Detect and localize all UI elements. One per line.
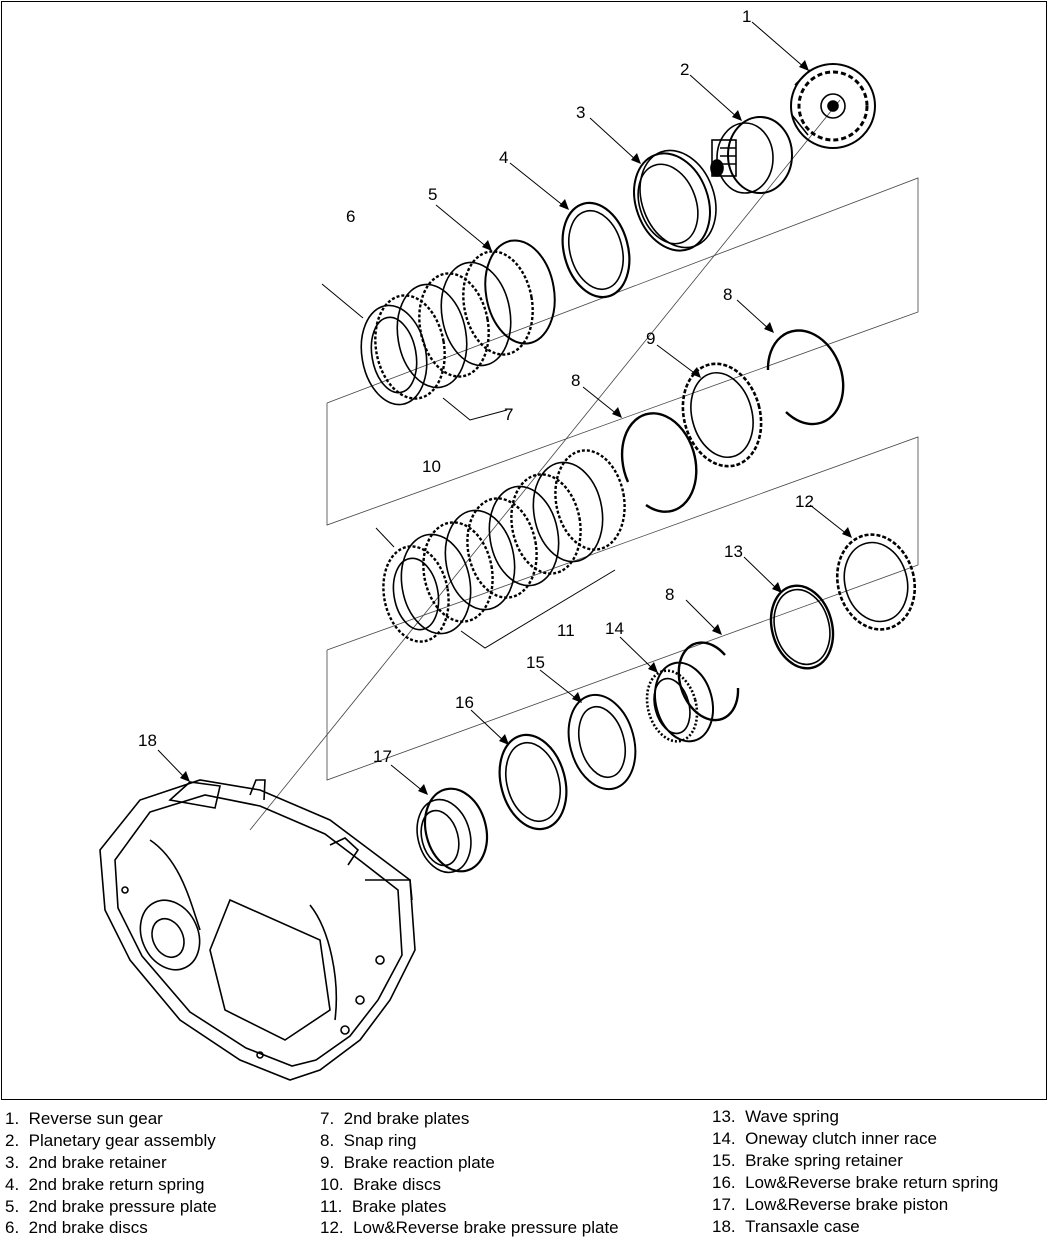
leader-lines [157, 21, 849, 793]
legend-number: 11. [320, 1197, 343, 1216]
legend-label: Low&Reverse brake pressure plate [353, 1218, 619, 1237]
brake-reaction-plate [681, 362, 763, 468]
legend-label: Brake plates [351, 1197, 447, 1216]
legend-item-12: 12. Low&Reverse brake pressure plate [320, 1217, 619, 1239]
guide-lines [249, 99, 919, 831]
2nd-brake-return-spring [561, 201, 631, 299]
legend-number: 6. [5, 1218, 20, 1237]
2nd-brake-disc-pack [360, 239, 556, 406]
legend-label: 2nd brake return spring [28, 1175, 205, 1194]
legend-number: 2. [5, 1131, 20, 1150]
legend-item-4: 4. 2nd brake return spring [5, 1174, 204, 1196]
legend-label: Low&Reverse brake piston [745, 1195, 949, 1214]
2nd-brake-retainer [633, 149, 717, 252]
legend-item-1: 1. Reverse sun gear [5, 1108, 163, 1130]
callout-8-bottom: 8 [665, 585, 674, 604]
transaxle-case [99, 779, 416, 1081]
callout-13: 13 [724, 542, 743, 561]
callout-7: 7 [504, 405, 513, 424]
callout-14: 14 [605, 619, 624, 638]
legend-number: 5. [5, 1197, 20, 1216]
callout-17: 17 [373, 747, 392, 766]
callout-labels: 1 2 3 4 5 6 7 8 8 8 9 10 11 12 13 14 15 … [138, 7, 814, 766]
callout-8-top: 8 [723, 285, 732, 304]
legend-label: Reverse sun gear [28, 1109, 163, 1128]
legend-label: Low&Reverse brake return spring [745, 1173, 999, 1192]
legend-number: 8. [320, 1131, 335, 1150]
brake-disc-pack [382, 449, 626, 643]
legend-number: 13. [712, 1107, 736, 1126]
legend-item-7: 7. 2nd brake plates [320, 1108, 469, 1130]
callout-18: 18 [138, 731, 157, 750]
legend-number: 3. [5, 1153, 20, 1172]
legend-item-2: 2. Planetary gear assembly [5, 1130, 216, 1152]
arrowheads [180, 60, 852, 795]
callout-5: 5 [428, 185, 437, 204]
legend-label: Brake spring retainer [745, 1151, 903, 1170]
planetary-gear-assembly [710, 116, 793, 194]
legend-label: 2nd brake retainer [28, 1153, 167, 1172]
legend-label: 2nd brake pressure plate [28, 1197, 217, 1216]
legend-label: 2nd brake discs [28, 1218, 148, 1237]
legend-label: Planetary gear assembly [28, 1131, 216, 1150]
legend-item-6: 6. 2nd brake discs [5, 1217, 148, 1239]
low-reverse-brake-pressure-plate [835, 533, 917, 631]
low-reverse-brake-return-spring [498, 733, 568, 831]
legend-number: 9. [320, 1153, 335, 1172]
legend-item-8: 8. Snap ring [320, 1130, 416, 1152]
legend-item-14: 14. Oneway clutch inner race [712, 1128, 937, 1150]
callout-12: 12 [795, 492, 814, 511]
oneway-clutch-inner-race [645, 661, 714, 743]
reverse-sun-gear [790, 63, 876, 149]
legend-item-5: 5. 2nd brake pressure plate [5, 1196, 217, 1218]
callout-16: 16 [455, 693, 474, 712]
callout-6: 6 [346, 207, 355, 226]
callout-3: 3 [576, 103, 585, 122]
legend-item-15: 15. Brake spring retainer [712, 1150, 903, 1172]
legend-item-11: 11. Brake plates [320, 1196, 446, 1218]
legend-number: 14. [712, 1129, 736, 1148]
legend-label: Brake discs [353, 1175, 441, 1194]
callout-15: 15 [526, 653, 545, 672]
legend-label: Transaxle case [745, 1217, 860, 1236]
legend-item-3: 3. 2nd brake retainer [5, 1152, 167, 1174]
brake-spring-retainer [567, 693, 637, 791]
legend-label: Brake reaction plate [343, 1153, 495, 1172]
wave-spring [769, 584, 835, 670]
callout-1: 1 [742, 7, 751, 26]
legend-item-17: 17. Low&Reverse brake piston [712, 1194, 948, 1216]
legend-number: 4. [5, 1175, 20, 1194]
legend-item-9: 9. Brake reaction plate [320, 1152, 495, 1174]
legend-number: 10. [320, 1175, 344, 1194]
callout-2: 2 [680, 60, 689, 79]
legend-number: 15. [712, 1151, 736, 1170]
legend-label: Wave spring [745, 1107, 839, 1126]
low-reverse-brake-piston [416, 787, 489, 874]
exploded-view-diagram: 1 2 3 4 5 6 7 8 8 8 9 10 11 12 13 14 15 … [99, 7, 919, 1081]
legend-number: 18. [712, 1217, 736, 1236]
legend-number: 16. [712, 1173, 736, 1192]
legend-number: 17. [712, 1195, 736, 1214]
snap-rings [620, 329, 845, 722]
legend-number: 12. [320, 1218, 344, 1237]
legend-number: 7. [320, 1109, 335, 1128]
callout-8-middle: 8 [571, 371, 580, 390]
legend-label: Oneway clutch inner race [745, 1129, 937, 1148]
legend-item-18: 18. Transaxle case [712, 1216, 860, 1238]
diagram-frame [1, 1, 1047, 1100]
callout-10: 10 [422, 457, 441, 476]
legend-item-13: 13. Wave spring [712, 1106, 839, 1128]
callout-4: 4 [499, 148, 508, 167]
legend-number: 1. [5, 1109, 20, 1128]
callout-11: 11 [557, 621, 575, 640]
legend-item-10: 10. Brake discs [320, 1174, 441, 1196]
callout-9: 9 [646, 329, 655, 348]
legend-item-16: 16. Low&Reverse brake return spring [712, 1172, 998, 1194]
legend-label: 2nd brake plates [343, 1109, 470, 1128]
legend-label: Snap ring [343, 1131, 417, 1150]
